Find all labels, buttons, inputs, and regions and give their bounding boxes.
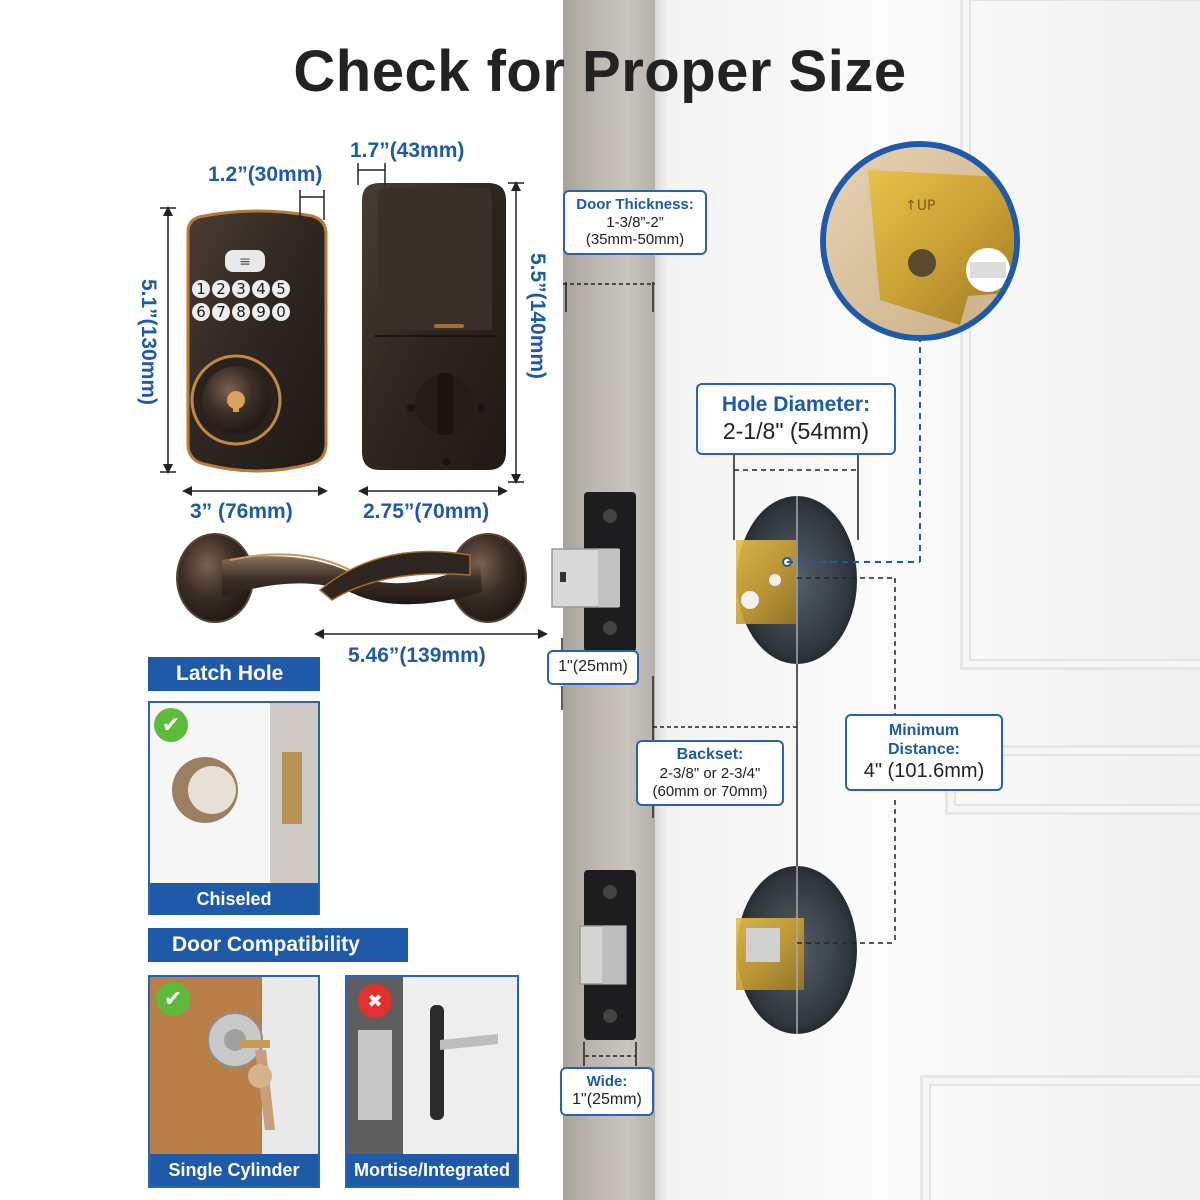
hole-diameter-heading: Hole Diameter: [721,393,871,416]
check-circle-icon: ✔ [156,982,190,1016]
minimum-distance-heading-2: Distance: [887,740,961,758]
dim-interior-width: 2.75”(70mm) [363,500,490,523]
svg-text:5: 5 [276,280,286,298]
latch-hole-caption: Chiseled [150,883,318,915]
keypad-interior-unit [362,183,506,470]
mortise-integrated-caption: Mortise/Integrated [347,1154,517,1186]
door-panel-top [960,0,1200,670]
door-panel-bottom [920,1075,1200,1200]
svg-text:6: 6 [196,303,206,321]
single-cylinder-photo-art [150,977,318,1155]
minimum-distance-value: 4" (101.6mm) [863,759,985,782]
cross-circle-icon: ✖ [358,984,392,1018]
single-cylinder-caption: Single Cylinder [150,1154,318,1186]
svg-text:8: 8 [236,303,246,321]
callout-latch-face: 1"(25mm) [547,650,639,685]
dim-keypad-width: 3” (76mm) [190,500,293,523]
bore-hole-top [736,496,857,664]
lever-handle [176,533,527,623]
backset-metric: (60mm or 70mm) [652,782,768,800]
door-thickness-metric: (35mm-50mm) [585,231,685,249]
dim-keypad-side-depth: 1.2”(30mm) [208,163,323,186]
dim-interior-depth: 1.7”(43mm) [350,139,465,162]
minimum-distance-heading-1: Minimum [888,722,960,739]
svg-text:9: 9 [256,303,266,321]
svg-text:3: 3 [236,280,246,298]
svg-text:2: 2 [216,280,226,298]
callout-backset: Backset: 2-3/8" or 2-3/4" (60mm or 70mm) [636,740,784,807]
svg-text:4: 4 [256,280,266,298]
check-circle-icon: ✔ [154,708,188,742]
svg-text:7: 7 [216,303,226,321]
door-edge-shadow [655,0,669,1200]
dim-handle-length: 5.46”(139mm) [348,644,486,667]
door-thickness-heading: Door Thickness: [576,196,694,213]
backset-heading: Backset: [676,746,744,763]
keypad-exterior-unit: ≡ 1 2 3 4 5 6 7 8 9 0 [186,209,328,473]
dim-keypad-height: 5.1”(130mm) [137,278,160,406]
latch-hole-photo: Chiseled [148,701,320,915]
callout-minimum-distance: Minimum Distance: 4" (101.6mm) [845,714,1003,792]
door-compatibility-header: Door Compatibility [148,928,408,962]
latch-bolt-bottom [579,870,636,1040]
latch-hole-photo-art [150,703,318,883]
backset-value: 2-3/8" or 2-3/4" [659,764,761,782]
hole-diameter-value: 2-1/8" (54mm) [722,417,870,444]
svg-text:↑UP: ↑UP [905,198,935,214]
svg-text:0: 0 [276,303,286,321]
svg-text:1: 1 [196,280,206,298]
latch-face-value: 1"(25mm) [558,658,628,675]
wide-heading: Wide: [586,1073,628,1090]
wide-value: 1"(25mm) [572,1090,642,1108]
latch-bolt-top [551,492,636,652]
callout-door-thickness: Door Thickness: 1-3/8”-2” (35mm-50mm) [563,190,707,256]
page-title: Check for Proper Size [293,39,907,104]
strike-magnifier: ↑UP [820,141,1020,341]
svg-text:≡: ≡ [239,254,251,270]
bore-hole-bottom [736,866,857,1034]
callout-wide: Wide: 1"(25mm) [560,1067,654,1116]
dim-interior-height: 5.5”(140mm) [526,252,549,380]
door-thickness-value: 1-3/8”-2” [606,213,664,231]
callout-hole-diameter: Hole Diameter: 2-1/8" (54mm) [696,383,896,455]
mortise-integrated-photo: Mortise/Integrated [345,975,519,1188]
single-cylinder-photo: Single Cylinder [148,975,320,1188]
latch-hole-header: Latch Hole [148,657,320,691]
